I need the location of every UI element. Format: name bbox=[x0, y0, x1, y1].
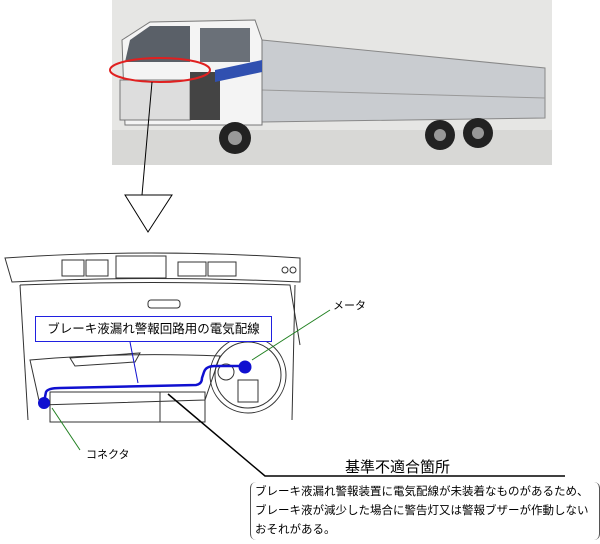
meter-leader bbox=[251, 309, 331, 361]
connector-callout-label: コネクタ bbox=[86, 448, 130, 461]
meter-callout-label: メータ bbox=[333, 299, 366, 312]
down-arrow-icon bbox=[124, 81, 173, 233]
truck-photo bbox=[112, 0, 552, 165]
nonconformity-description: ブレーキ液漏れ警報装置に電気配線が未装着なものがあるため、ブレーキ液が減少した場… bbox=[250, 482, 600, 540]
wire-label-leader bbox=[129, 341, 139, 384]
nonconformity-leader bbox=[167, 393, 565, 477]
meter-point bbox=[238, 360, 252, 374]
highlight-ellipse bbox=[109, 57, 211, 83]
wire-callout-label: ブレーキ液漏れ警報回路用の電気配線 bbox=[35, 316, 272, 342]
dashboard-drawing bbox=[4, 252, 301, 423]
brake-warning-wire bbox=[42, 364, 245, 403]
connector-leader bbox=[51, 407, 81, 451]
connector-point bbox=[38, 397, 50, 409]
nonconformity-title: 基準不適合箇所 bbox=[345, 458, 451, 476]
